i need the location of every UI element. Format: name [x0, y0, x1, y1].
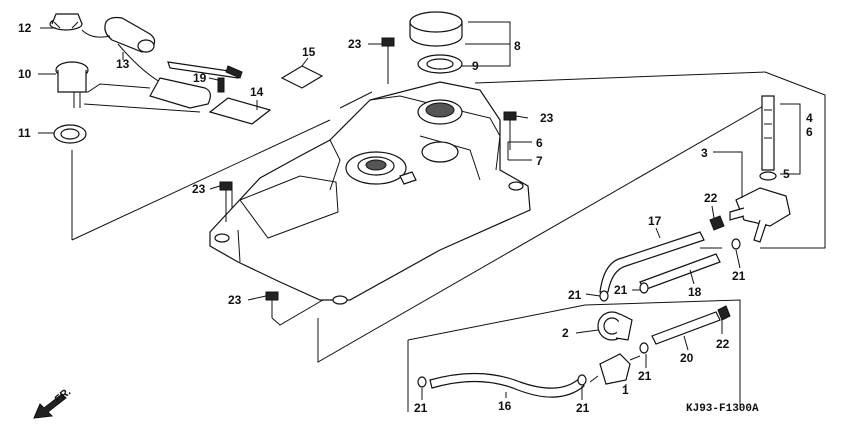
callout-19: 19: [193, 71, 207, 85]
hoses: [417, 215, 741, 398]
callout-2: 2: [562, 326, 569, 340]
callout-21-d: 21: [638, 369, 652, 383]
callout-17: 17: [648, 214, 662, 228]
fuel-tank: [209, 81, 531, 305]
callout-23-left: 23: [192, 182, 206, 196]
fuel-filter: [589, 311, 641, 385]
callout-8: 8: [514, 39, 521, 53]
filler-cap: [409, 11, 463, 74]
fuel-unit: [49, 13, 211, 144]
callout-21-b: 21: [614, 283, 628, 297]
diagram-code: KJ93-F1300A: [686, 403, 759, 415]
callout-21-a: 21: [568, 288, 582, 302]
callout-18: 18: [688, 285, 702, 299]
callout-12: 12: [18, 21, 32, 35]
callout-14: 14: [250, 85, 264, 99]
front-direction-arrow: FR.: [33, 386, 74, 419]
callout-13: 13: [116, 57, 130, 71]
callout-7: 7: [536, 154, 543, 168]
callout-6-tank: 6: [536, 136, 543, 150]
callout-15: 15: [302, 45, 316, 59]
callout-23-right: 23: [540, 111, 554, 125]
callout-20: 20: [680, 351, 694, 365]
callout-labels: 12 13 10 11 15 19 14 23 8 9 23 6 7 23 23…: [18, 21, 813, 415]
callout-9: 9: [472, 59, 479, 73]
callout-23-top: 23: [348, 37, 362, 51]
callout-1: 1: [622, 383, 629, 397]
callout-6-cock: 6: [806, 125, 813, 139]
callout-23-bottom: 23: [228, 293, 242, 307]
callout-21-e: 21: [576, 401, 590, 415]
callout-10: 10: [18, 67, 32, 81]
callout-5: 5: [783, 167, 790, 181]
leaders: [38, 21, 801, 400]
callout-21-c: 21: [732, 269, 746, 283]
callout-21-f: 21: [414, 401, 428, 415]
callout-22-bottom: 22: [716, 337, 730, 351]
small-parts: [167, 61, 324, 125]
callout-16: 16: [498, 399, 512, 413]
callout-4: 4: [806, 111, 813, 125]
bolts: [219, 37, 517, 318]
group-lines: [71, 71, 826, 412]
callout-11: 11: [18, 126, 31, 140]
callout-22-top: 22: [704, 191, 718, 205]
callout-3: 3: [701, 146, 708, 160]
fuel-cock: [729, 95, 791, 243]
